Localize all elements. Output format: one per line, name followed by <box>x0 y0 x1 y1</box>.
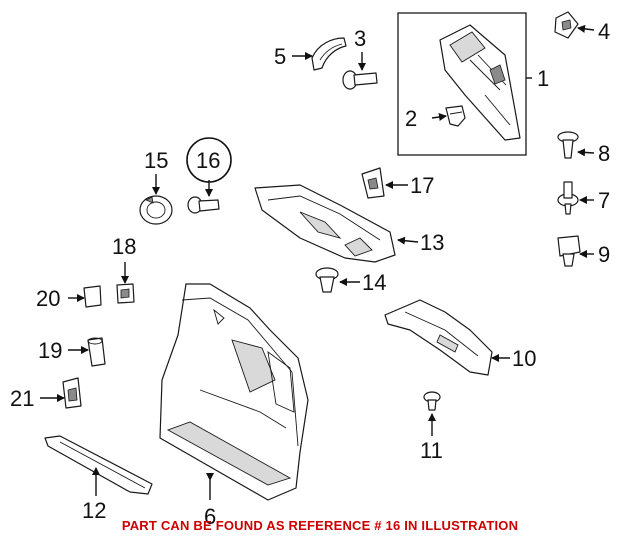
part-15-round-clip <box>139 195 173 225</box>
callout-19: 19 <box>38 338 62 363</box>
leader-arrow-8 <box>577 148 595 157</box>
part-5-cover <box>311 37 347 71</box>
part-8-push-pin <box>557 131 579 159</box>
callout-1: 1 <box>537 66 549 91</box>
leader-arrows <box>40 24 595 500</box>
callout-13: 13 <box>420 230 444 255</box>
part-20-clip <box>83 285 102 308</box>
callout-11: 11 <box>420 438 443 463</box>
reference-highlight-circle <box>186 137 232 183</box>
part-13-sill-trim <box>254 184 396 263</box>
leader-arrow-13 <box>397 236 419 245</box>
part-10-bracket <box>384 299 493 376</box>
part-16-bolt <box>187 196 220 214</box>
part-4-clip <box>554 11 579 39</box>
callout-12: 12 <box>82 498 106 523</box>
part-21-clip <box>62 377 82 409</box>
part-2-screw <box>445 105 466 127</box>
part-6-quarter-trim <box>159 283 309 501</box>
callout-8: 8 <box>598 141 610 166</box>
callout-9: 9 <box>598 242 610 267</box>
part-11-bolt <box>423 391 441 411</box>
part-9-push-pin <box>557 235 581 267</box>
leader-arrow-2 <box>431 113 447 121</box>
callout-5: 5 <box>274 44 286 69</box>
part-1-pillar-trim <box>397 12 527 156</box>
part-18-clip <box>116 283 135 304</box>
part-7-push-pin <box>557 181 579 215</box>
callout-14: 14 <box>362 270 386 295</box>
callout-2: 2 <box>405 106 417 131</box>
callout-6: 6 <box>204 504 216 529</box>
part-3-bolt <box>342 70 378 90</box>
leader-arrow-4 <box>577 24 595 33</box>
callout-20: 20 <box>36 286 60 311</box>
callout-3: 3 <box>354 26 366 51</box>
callout-21: 21 <box>10 386 34 411</box>
callout-15: 15 <box>144 148 168 173</box>
callout-4: 4 <box>598 19 610 44</box>
part-12-sill-strip <box>44 435 153 495</box>
part-14-clip <box>315 267 339 293</box>
part-19-cap <box>87 337 106 367</box>
part-17-clip <box>361 167 385 199</box>
callout-7: 7 <box>598 188 610 213</box>
callout-18: 18 <box>112 234 136 259</box>
callout-10: 10 <box>512 346 536 371</box>
callout-labels: 1 2 3 4 5 6 7 8 9 10 11 12 13 14 15 16 1… <box>10 19 610 529</box>
callout-17: 17 <box>410 173 434 198</box>
callout-16: 16 <box>196 148 220 173</box>
footer-reference-note: PART CAN BE FOUND AS REFERENCE # 16 IN I… <box>121 518 519 533</box>
